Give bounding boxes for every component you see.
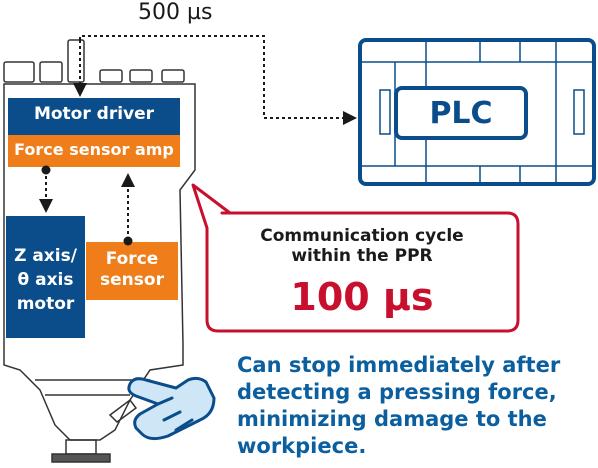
force-sensor-block [86,242,178,300]
motor-driver-label: Motor driver [33,104,155,124]
internal-signal-lines [39,170,135,240]
z-axis-motor-label: Z axis/ θ axis motor [14,246,77,314]
callout-title: Communication cycle within the PPR [260,226,464,266]
callout-value: 100 µs [290,275,434,319]
callout-bubble [191,183,520,333]
force-sensor-amp-label: Force sensor amp [14,140,174,159]
amp-output-dot [41,165,51,175]
actuator-housing [3,39,196,463]
description-text: Can stop immediately after detecting a p… [237,353,561,458]
plc-communication-line [73,35,357,125]
plc-unit [358,38,596,186]
z-axis-motor-block [6,216,85,338]
timing-500us-label: 500 µs [138,0,213,25]
force-sensor-amp-block [8,135,180,167]
force-sensor-label: Force sensor [100,249,164,290]
motor-driver-block [8,98,180,135]
pointing-hand-icon [127,376,216,441]
sensor-output-dot [123,236,133,246]
plc-label: PLC [429,96,493,131]
